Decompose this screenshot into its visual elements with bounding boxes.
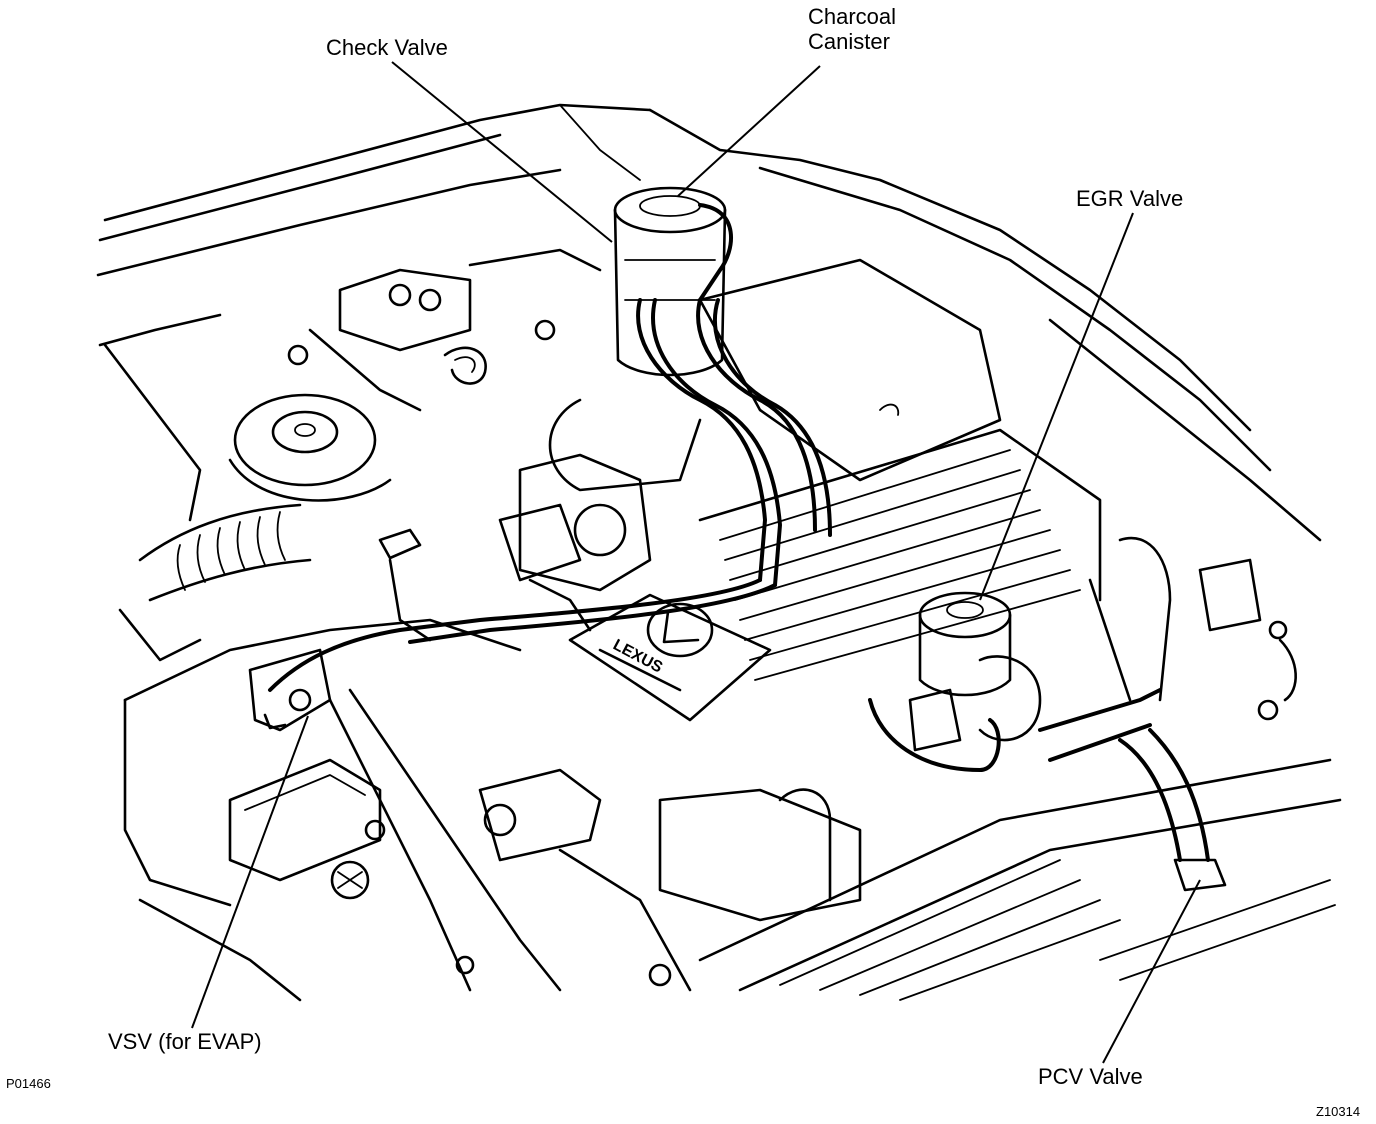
figure-code-left: P01466 [6,1076,51,1091]
hood-outline [96,103,1322,542]
vsv-evap [248,648,332,732]
logo-text: LEXUS [610,637,665,677]
air-cleaner-box [123,618,562,1002]
check-valve-label: Check Valve [326,35,448,60]
hose-clamp [378,528,432,642]
charcoal-canister-label-line2: Canister [808,29,890,54]
leader-egr-valve [979,212,1134,601]
radiator-fins [698,758,1342,1001]
charcoal-canister-label-line1: Charcoal [808,4,897,29]
upper-left-brackets [308,248,602,412]
charcoal-canister [613,186,733,377]
egr-valve [908,591,1042,752]
leader-charcoal-canister [677,65,821,197]
intake-duct [118,503,312,662]
right-pipes [868,536,1297,772]
leader-check-valve [391,61,613,243]
egr-valve-label: EGR Valve [1076,186,1184,211]
leader-lines [191,61,1201,1064]
throttle-body [498,398,702,632]
pcv-valve-label: PCV Valve [1038,1064,1143,1089]
ignition-block [478,768,862,992]
figure-code-right: Z10314 [1316,1104,1361,1119]
leader-vsv [191,715,309,1029]
evap-hoses [268,298,832,692]
vsv-evap-label: VSV (for EVAP) [108,1029,262,1054]
lexus-emblem: LEXUS [568,593,772,722]
leader-pcv-valve [1102,879,1201,1064]
pcv-hose [1118,728,1227,892]
bolts [287,319,1288,987]
intake-manifold [698,258,1102,681]
strut-tower [98,313,392,522]
